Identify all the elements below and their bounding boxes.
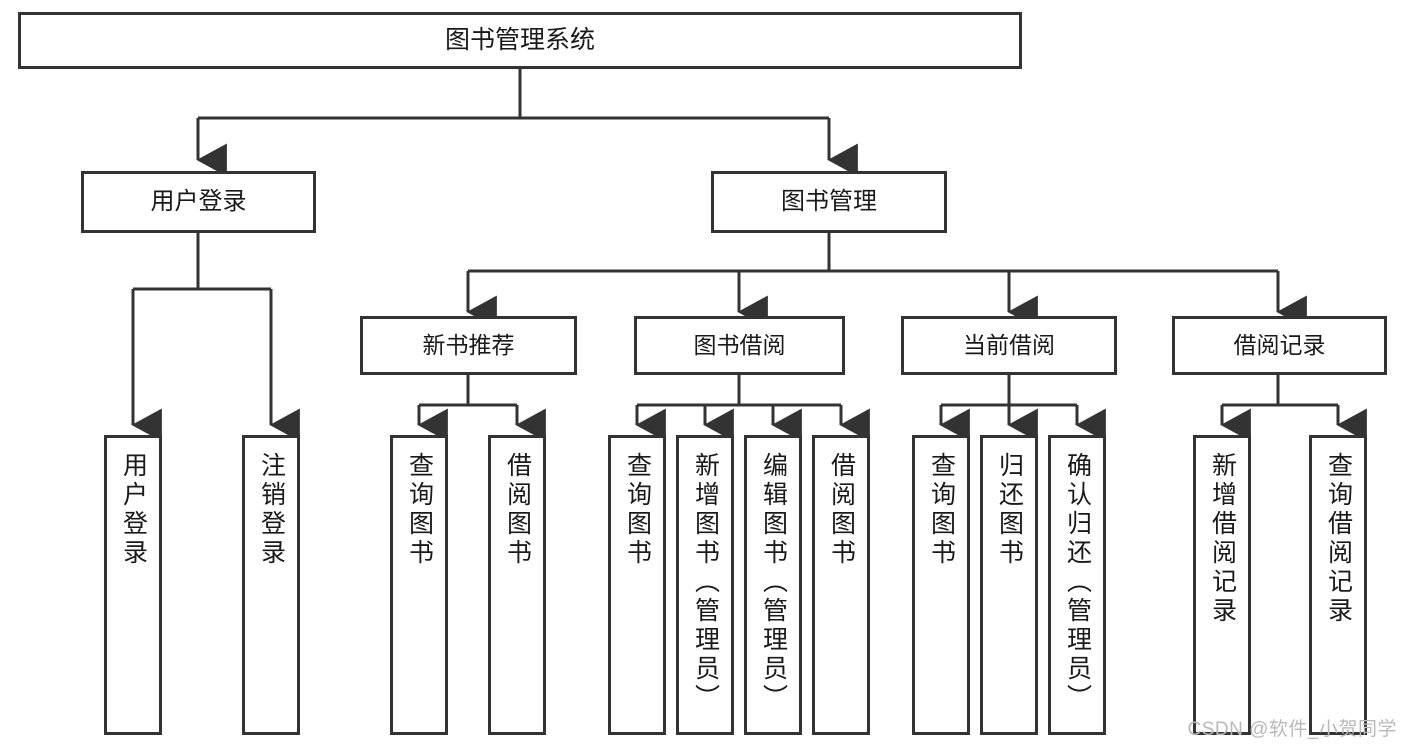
node-label: 用户登录 xyxy=(150,187,247,215)
leaf-user-login[interactable]: 用户登录 xyxy=(104,435,162,735)
node-label: 用户登录 xyxy=(119,452,148,568)
node-label: 借阅图书 xyxy=(503,452,532,568)
watermark-text: CSDN @软件_小贺同学 xyxy=(1187,719,1397,740)
node-label: 新书推荐 xyxy=(422,331,515,358)
node-label: 查询借阅记录 xyxy=(1324,452,1353,626)
node-book-borrowing[interactable]: 图书借阅 xyxy=(634,316,845,375)
node-book-management[interactable]: 图书管理 xyxy=(711,171,947,233)
node-root-book-management-system[interactable]: 图书管理系统 xyxy=(18,12,1022,69)
node-label: 借阅图书 xyxy=(827,452,856,568)
node-label: 图书借阅 xyxy=(693,331,786,358)
node-current-borrowing[interactable]: 当前借阅 xyxy=(901,316,1117,375)
node-label: 图书管理 xyxy=(781,187,877,215)
node-label: 查询图书 xyxy=(405,452,434,568)
leaf-return-book[interactable]: 归还图书 xyxy=(980,435,1038,735)
leaf-query-book-borrow[interactable]: 查询图书 xyxy=(608,435,666,735)
node-label: 确认归还（管理员） xyxy=(1063,452,1092,713)
node-new-book-recommendation[interactable]: 新书推荐 xyxy=(360,316,577,375)
leaf-query-borrow-record[interactable]: 查询借阅记录 xyxy=(1309,435,1367,735)
node-label: 归还图书 xyxy=(995,452,1024,568)
leaf-borrow-book[interactable]: 借阅图书 xyxy=(812,435,870,735)
leaf-logout[interactable]: 注销登录 xyxy=(242,435,300,735)
leaf-query-book-current[interactable]: 查询图书 xyxy=(912,435,970,735)
node-label: 查询图书 xyxy=(927,452,956,568)
node-label: 注销登录 xyxy=(257,452,286,568)
leaf-add-borrow-record[interactable]: 新增借阅记录 xyxy=(1193,435,1251,735)
node-label: 借阅记录 xyxy=(1233,331,1326,358)
node-label: 新增图书（管理员） xyxy=(691,452,720,713)
leaf-add-book-admin[interactable]: 新增图书（管理员） xyxy=(676,435,734,735)
leaf-edit-book-admin[interactable]: 编辑图书（管理员） xyxy=(744,435,802,735)
node-borrowing-record[interactable]: 借阅记录 xyxy=(1172,316,1387,375)
node-label: 新增借阅记录 xyxy=(1208,452,1237,626)
node-user-login[interactable]: 用户登录 xyxy=(81,171,316,233)
leaf-borrow-book-new-recommend[interactable]: 借阅图书 xyxy=(488,435,546,735)
node-label: 查询图书 xyxy=(623,452,652,568)
node-label: 编辑图书（管理员） xyxy=(759,452,788,713)
node-label: 图书管理系统 xyxy=(444,25,595,54)
node-label: 当前借阅 xyxy=(963,331,1055,358)
leaf-confirm-return-admin[interactable]: 确认归还（管理员） xyxy=(1048,435,1106,735)
leaf-query-book-new-recommend[interactable]: 查询图书 xyxy=(390,435,448,735)
